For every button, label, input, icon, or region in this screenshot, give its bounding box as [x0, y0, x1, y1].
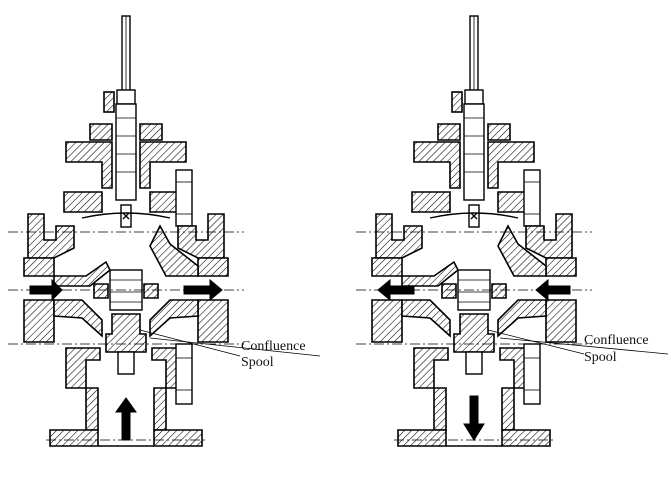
- arrow-up-icon: [115, 397, 137, 441]
- arrow-right-icon: [183, 278, 223, 302]
- arrow-left-icon: [377, 278, 415, 302]
- label-confluence-right: Confluence: [584, 333, 649, 348]
- label-spool-right: Spool: [584, 350, 617, 365]
- valve-figure-diverging: [355, 15, 593, 447]
- leader-line-spool-left: [139, 329, 241, 357]
- label-spool-left: Spool: [241, 355, 274, 370]
- arrow-right-icon: [29, 278, 63, 302]
- arrow-left-icon: [535, 278, 571, 302]
- leader-line-confluence-left: [149, 337, 321, 357]
- leader-line-confluence-right: [499, 337, 669, 355]
- arrow-down-icon: [463, 395, 485, 441]
- valve-figure-merging: [7, 15, 245, 447]
- leader-line-spool-right: [487, 329, 585, 355]
- label-confluence-left: Confluence: [241, 339, 306, 354]
